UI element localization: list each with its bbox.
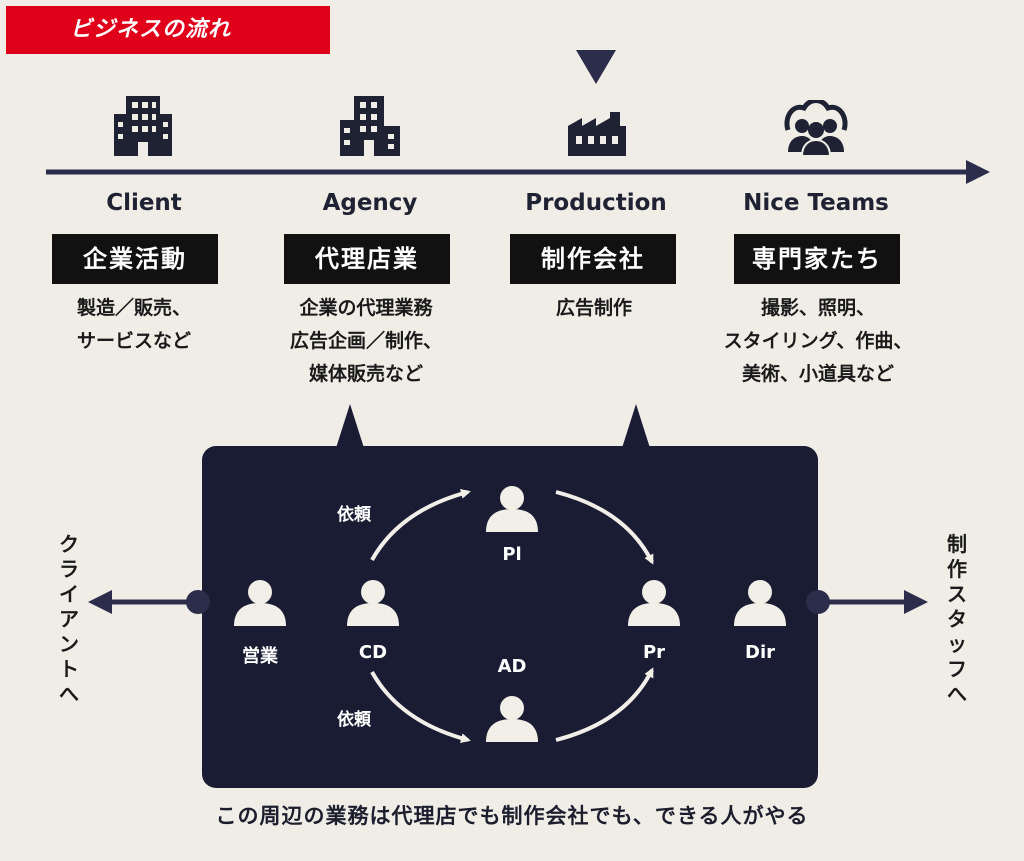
timeline-arrow: [46, 160, 990, 184]
label-pr: Pr: [642, 642, 666, 663]
request-label-top: 依頼: [337, 505, 371, 525]
person-pl-icon: [486, 486, 538, 532]
desc-line: 企業の代理業務: [299, 297, 433, 319]
desc-line: 広告制作: [555, 297, 632, 319]
label-dir: Dir: [745, 642, 775, 663]
stage-name-nice-teams: Nice Teams: [743, 190, 889, 216]
panel-notch-production: [622, 404, 650, 448]
stage-name-agency: Agency: [322, 190, 418, 216]
arrow-ad-to-pr: [555, 667, 654, 742]
stage-desc-production: 広告制作: [474, 292, 714, 325]
person-pr-icon: [628, 580, 680, 626]
office-building-icon: [114, 96, 172, 156]
current-stage-marker: [576, 50, 616, 84]
desc-line: サービスなど: [76, 330, 191, 352]
arrow-cd-to-pl: [370, 488, 471, 561]
desc-line: 媒体販売など: [308, 363, 423, 385]
desc-line: 製造／販売、: [76, 297, 191, 319]
request-label-bottom: 依頼: [337, 710, 371, 730]
stage-role-nice-teams: 専門家たち: [734, 234, 900, 284]
label-sales: 営業: [242, 646, 278, 667]
label-pl: Pl: [502, 544, 522, 565]
left-target-label: クライアントへ: [59, 532, 79, 706]
desc-line: 撮影、照明、: [760, 297, 875, 319]
right-connector-arrowhead: [904, 590, 928, 614]
stage-role-agency: 代理店業: [284, 234, 450, 284]
footer-note: この周辺の業務は代理店でも制作会社でも、できる人がやる: [215, 804, 809, 828]
stage-desc-client: 製造／販売、 サービスなど: [14, 292, 254, 358]
person-ad-icon: [486, 696, 538, 742]
person-cd-icon: [347, 580, 399, 626]
stage-name-client: Client: [106, 190, 182, 216]
person-dir-icon: [734, 580, 786, 626]
panel-notch-agency: [336, 404, 364, 448]
desc-line: 広告企画／制作、: [289, 330, 442, 352]
label-cd: CD: [358, 642, 388, 663]
desc-line: 美術、小道具など: [741, 363, 894, 385]
stage-desc-agency: 企業の代理業務 広告企画／制作、 媒体販売など: [246, 292, 486, 391]
header-title: ビジネスの流れ: [6, 6, 330, 54]
factory-icon: [568, 112, 626, 156]
stage-name-production: Production: [525, 190, 667, 216]
office-tower-icon: [340, 96, 400, 156]
team-group-icon: [784, 100, 848, 156]
stage-role-client: 企業活動: [52, 234, 218, 284]
stage-role-production: 制作会社: [510, 234, 676, 284]
left-connector-arrowhead: [88, 590, 112, 614]
right-connector-node: [806, 590, 830, 614]
arrow-cd-to-ad: [370, 671, 471, 744]
label-ad: AD: [497, 656, 527, 677]
right-target-label: 制作スタッフへ: [947, 532, 967, 706]
left-connector-node: [186, 590, 210, 614]
stage-desc-nice-teams: 撮影、照明、 スタイリング、作曲、 美術、小道具など: [698, 292, 938, 391]
person-sales-icon: [234, 580, 286, 626]
desc-line: スタイリング、作曲、: [723, 330, 913, 352]
arrow-pl-to-pr: [555, 490, 654, 565]
